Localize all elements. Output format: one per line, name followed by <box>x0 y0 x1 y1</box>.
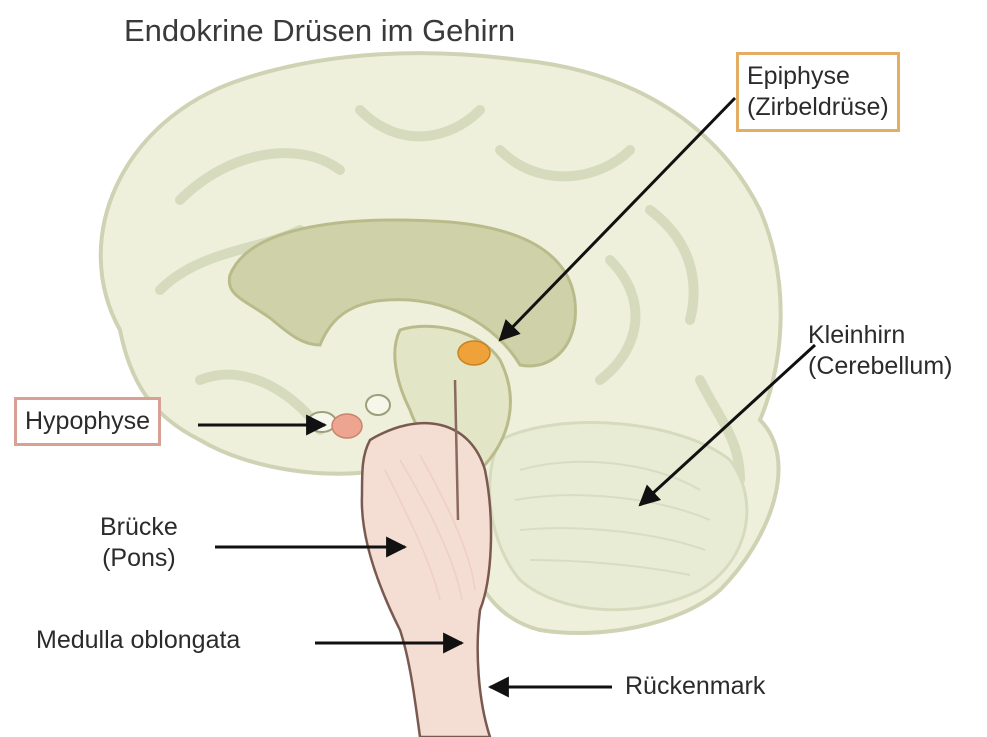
bruecke-label: Brücke <box>100 512 178 543</box>
rueckenmark-label: Rückenmark <box>625 671 765 702</box>
bruecke-label-group: Brücke (Pons) <box>100 512 178 574</box>
kleinhirn-label-group: Kleinhirn (Cerebellum) <box>808 320 952 382</box>
kleinhirn-label: Kleinhirn <box>808 320 952 351</box>
mammillary-body <box>366 395 390 415</box>
bruecke-sublabel: (Pons) <box>100 543 178 574</box>
epiphyse-label-box: Epiphyse (Zirbeldrüse) <box>736 52 900 132</box>
brainstem-shape <box>362 423 491 737</box>
hypophyse-label-box: Hypophyse <box>14 397 161 446</box>
pineal-gland <box>458 341 490 365</box>
hypophyse-label: Hypophyse <box>25 406 150 437</box>
pituitary-gland <box>332 414 362 438</box>
diagram-title: Endokrine Drüsen im Gehirn <box>124 13 515 49</box>
medulla-label: Medulla oblongata <box>36 625 240 656</box>
epiphyse-sublabel: (Zirbeldrüse) <box>747 92 889 123</box>
epiphyse-label: Epiphyse <box>747 61 889 92</box>
kleinhirn-sublabel: (Cerebellum) <box>808 351 952 382</box>
cerebellum-shape <box>490 423 747 610</box>
